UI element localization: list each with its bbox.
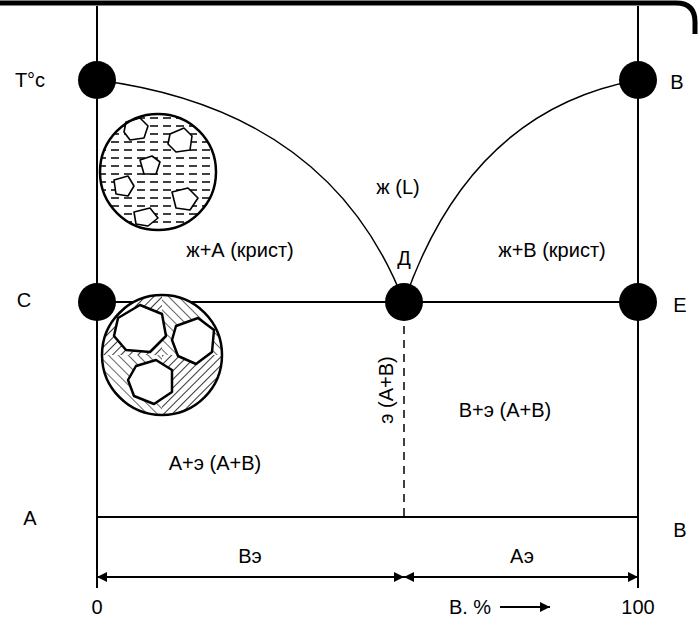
- dimension-arrow: [404, 576, 638, 578]
- point-dot: [385, 283, 423, 321]
- axis-label: В. %: [448, 596, 492, 618]
- dimension-label: Вэ: [237, 545, 263, 567]
- region-label: А+э (А+В): [168, 452, 262, 474]
- point-label-wrap: С: [16, 289, 32, 311]
- liquidus-curve: [404, 80, 638, 302]
- eutectic-composition-line: [403, 312, 405, 517]
- liquidus-curve: [97, 80, 404, 302]
- point-dot: [78, 61, 116, 99]
- axis-label-wrap: T°c: [14, 69, 46, 91]
- axis-arrow: [500, 606, 550, 608]
- region-label: ж+В (крист): [497, 239, 606, 261]
- frame-border: [0, 3, 695, 34]
- microstructure-liquid: [98, 114, 218, 230]
- point-dot: [619, 61, 657, 99]
- axis-value-wrap: 100: [620, 596, 655, 618]
- microstructure-eutectic: [100, 293, 224, 417]
- region-label-wrap: А+э (А+В): [168, 452, 262, 474]
- region-label: ж (L): [375, 176, 420, 198]
- dimension-label-wrap: Аэ: [509, 545, 535, 567]
- region-label: В+э (А+В): [458, 399, 552, 421]
- region-label-wrap: ж (L): [375, 176, 420, 198]
- point-label: С: [16, 289, 32, 311]
- point-label: Д: [396, 247, 412, 269]
- point-label: В: [669, 71, 684, 93]
- point-dot: [619, 283, 657, 321]
- dimension-label-wrap: Вэ: [237, 545, 263, 567]
- base-line: [97, 516, 638, 518]
- axis-value-wrap: 0: [90, 596, 103, 618]
- point-label-wrap: А: [22, 507, 37, 529]
- region-label-wrap: ж+А (крист): [185, 239, 294, 261]
- region-label-wrap: э (А+В): [375, 355, 397, 424]
- point-label: Е: [672, 294, 687, 316]
- axis-label-wrap: В. %: [448, 596, 492, 618]
- point-label: А: [22, 507, 37, 529]
- axis-value: 100: [620, 596, 655, 618]
- axis-label: T°c: [14, 69, 46, 91]
- point-label-wrap: В: [669, 71, 684, 93]
- region-label: ж+А (крист): [185, 239, 294, 261]
- dimension-arrow: [97, 576, 404, 578]
- region-label: э (А+В): [375, 355, 397, 424]
- point-label: В: [672, 519, 687, 541]
- axis-value: 0: [90, 596, 103, 618]
- point-label-wrap: В: [672, 519, 687, 541]
- point-dot: [78, 283, 116, 321]
- region-label-wrap: В+э (А+В): [458, 399, 552, 421]
- dimension-label: Аэ: [509, 545, 535, 567]
- point-label-wrap: Д: [396, 247, 412, 269]
- point-label-wrap: Е: [672, 294, 687, 316]
- region-label-wrap: ж+В (крист): [497, 239, 606, 261]
